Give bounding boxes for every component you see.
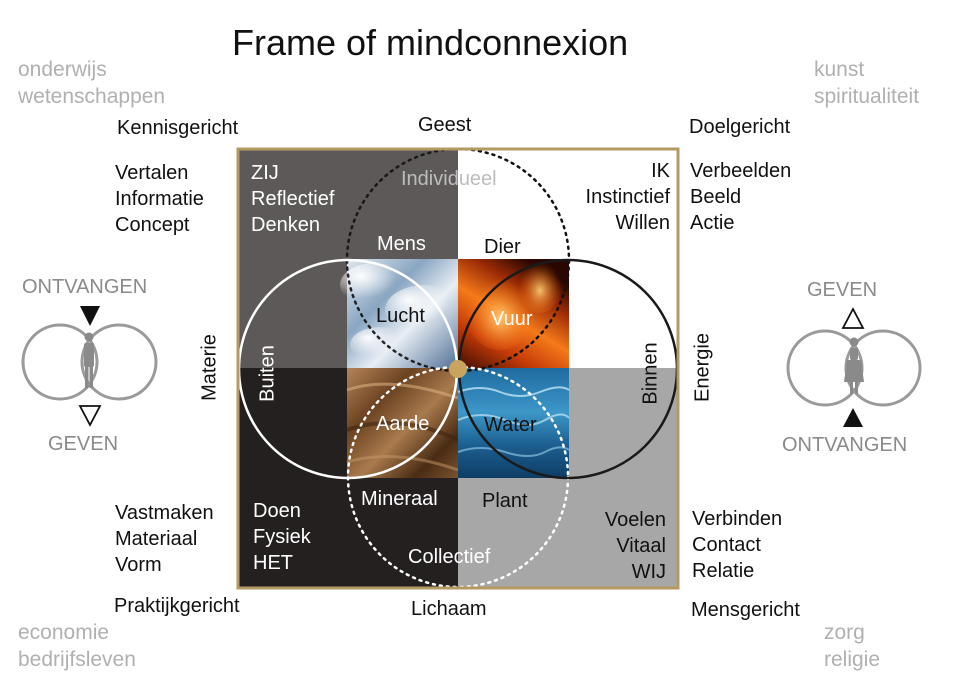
- list-item: Materiaal: [115, 528, 198, 550]
- corner-bottom-right: zorg religie: [824, 619, 880, 673]
- corner-text: religie: [824, 648, 881, 671]
- list-item: Vorm: [115, 554, 162, 576]
- male-figure-icon: [84, 332, 94, 388]
- corner-text: onderwijs: [18, 58, 107, 81]
- air-image: [340, 259, 465, 368]
- corner-text: bedrijfsleven: [18, 648, 136, 671]
- list-item: Vertalen: [115, 162, 189, 184]
- triangle-down-outline-icon: [78, 405, 102, 427]
- list-item: Relatie: [692, 560, 755, 582]
- circle-label-bottom: Collectief: [408, 546, 491, 568]
- list-left-bottom: Vastmaken Materiaal Vorm: [115, 500, 214, 578]
- kingdom-label-bottom-left: Mineraal: [361, 488, 438, 510]
- element-label-fire: Vuur: [491, 308, 533, 330]
- quadrant-item: Doen: [253, 500, 301, 522]
- corner-text: kunst: [814, 58, 865, 81]
- quadrant-item: Voelen: [604, 509, 666, 531]
- list-right-bottom: Verbinden Contact Relatie: [692, 506, 782, 584]
- quadrant-text-bottom-left: Doen Fysiek HET: [253, 498, 311, 576]
- axis-top-label: Geest: [418, 114, 472, 136]
- earth-image: [346, 368, 459, 478]
- right-figure-group: [786, 307, 922, 427]
- list-item: Verbeelden: [690, 160, 792, 182]
- list-item: Verbinden: [692, 508, 783, 530]
- center-dot: [449, 360, 467, 378]
- quadrant-item: Fysiek: [253, 526, 311, 548]
- page-title: Frame of mindconnexion: [232, 22, 629, 63]
- corner-bottom-left: economie bedrijfsleven: [18, 619, 136, 673]
- list-item: Concept: [115, 214, 190, 236]
- quadrant-item: Instinctief: [585, 186, 670, 208]
- right-figure-top-label: GEVEN: [807, 279, 878, 301]
- list-item: Contact: [692, 534, 761, 556]
- left-figure-group: [21, 306, 158, 427]
- orientation-top-right: Doelgericht: [689, 116, 791, 138]
- corner-text: zorg: [824, 621, 865, 644]
- frame-border: [236, 147, 680, 590]
- circle-label-top: Individueel: [401, 168, 497, 190]
- axis-bottom-label: Lichaam: [411, 598, 487, 620]
- quadrant-text-top-left: ZIJ Reflectief Denken: [251, 160, 334, 238]
- quadrant-item: IK: [651, 160, 670, 182]
- element-label-air: Lucht: [376, 305, 425, 327]
- corner-text: wetenschappen: [18, 85, 166, 108]
- list-item: Informatie: [115, 188, 204, 210]
- quadrant-item: Vitaal: [616, 535, 666, 557]
- fire-image: [458, 257, 569, 368]
- left-figure-bottom-label: GEVEN: [48, 433, 119, 455]
- orientation-bottom-left: Praktijkgericht: [114, 595, 240, 617]
- quadrant-text-top-right: IK Instinctief Willen: [586, 158, 670, 236]
- circle-label-right: Binnen: [639, 342, 662, 405]
- quadrant-text-bottom-right: Voelen Vitaal WIJ: [605, 507, 666, 585]
- quadrant-item: Denken: [251, 214, 320, 236]
- water-image: [457, 368, 570, 478]
- list-item: Vastmaken: [115, 502, 214, 524]
- element-label-water: Water: [484, 414, 537, 436]
- left-figure-top-label: ONTVANGEN: [22, 276, 148, 298]
- kingdom-label-bottom-right: Plant: [482, 490, 528, 512]
- quadrant-item: ZIJ: [251, 162, 279, 184]
- element-label-earth: Aarde: [376, 413, 430, 435]
- orientation-top-left: Kennisgericht: [117, 117, 239, 139]
- corner-text: spiritualiteit: [814, 85, 920, 108]
- kingdom-label-top-right: Dier: [484, 236, 521, 258]
- quadrant-item: Reflectief: [251, 188, 335, 210]
- list-item: Beeld: [690, 186, 742, 208]
- corner-top-left: onderwijs wetenschappen: [18, 56, 165, 110]
- triangle-up-outline-icon: [841, 307, 865, 329]
- kingdom-label-top-left: Mens: [377, 233, 426, 255]
- corner-top-right: kunst spiritualiteit: [814, 56, 919, 110]
- female-figure-icon: [844, 337, 864, 394]
- list-left-top: Vertalen Informatie Concept: [115, 160, 204, 238]
- quadrant-item: HET: [253, 552, 293, 574]
- right-figure-bottom-label: ONTVANGEN: [782, 434, 908, 456]
- triangle-up-filled-icon: [843, 408, 863, 427]
- corner-text: economie: [18, 621, 110, 644]
- quadrant-item: Willen: [615, 212, 670, 234]
- quadrant-item: WIJ: [631, 561, 666, 583]
- circle-label-left: Buiten: [256, 345, 279, 402]
- list-right-top: Verbeelden Beeld Actie: [690, 158, 791, 236]
- list-item: Actie: [690, 212, 735, 234]
- triangle-down-filled-icon: [80, 306, 100, 326]
- orientation-bottom-right: Mensgericht: [691, 599, 800, 621]
